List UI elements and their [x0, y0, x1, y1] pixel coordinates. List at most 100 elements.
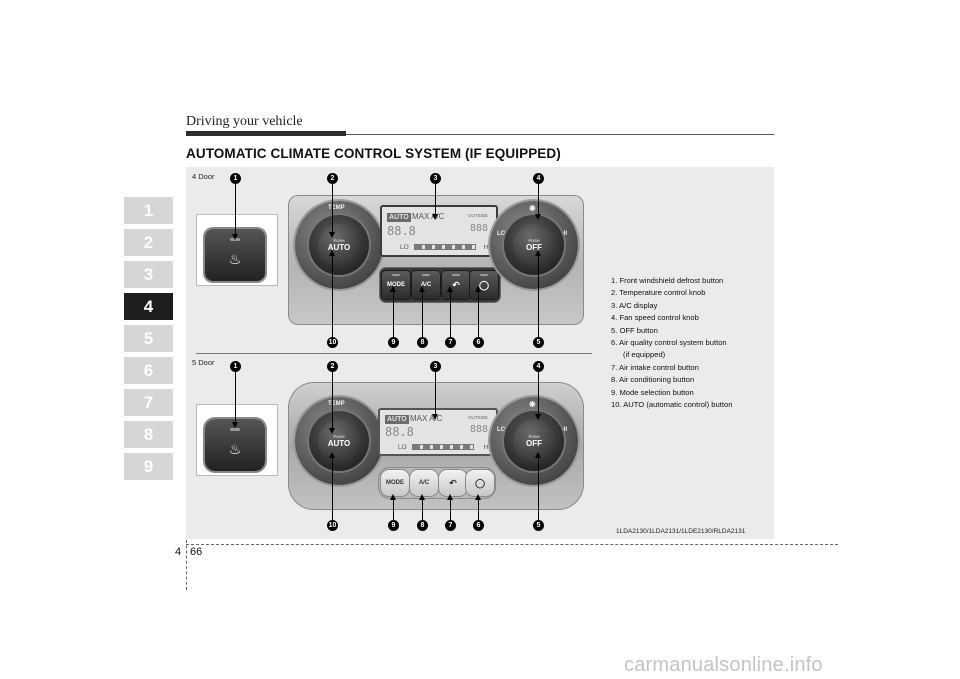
- ac-button-5door[interactable]: A/C: [410, 470, 438, 496]
- fan-icon: ❋: [529, 204, 536, 213]
- section-title: Driving your vehicle: [186, 114, 303, 129]
- ac-display-5door: AUTO MAX A/C OUTSIDE 88.8 888 LO HI: [378, 408, 498, 456]
- air-quality-icon: ◯: [474, 477, 486, 488]
- temp-label: TEMP: [328, 205, 345, 211]
- legend-item: 3. A/C display: [611, 300, 658, 310]
- auto-label: AUTO: [327, 242, 351, 252]
- button-row-5door: MODE A/C ↶ ◯: [378, 467, 496, 499]
- footer-chapter-number: 4: [175, 546, 182, 558]
- fan-speed-knob-4door[interactable]: LO HI ❋ PUSH OFF: [490, 201, 578, 289]
- off-button-4door[interactable]: PUSH OFF: [513, 224, 555, 266]
- display-outside-label: OUTSIDE: [467, 213, 488, 218]
- callout-4-5door: 4: [533, 361, 544, 372]
- temperature-knob-4door[interactable]: TEMP PUSH AUTO: [295, 201, 383, 289]
- chapter-tab-1[interactable]: 1: [124, 197, 173, 224]
- chapter-tab-2[interactable]: 2: [124, 229, 173, 256]
- chapter-tab-3[interactable]: 3: [124, 261, 173, 288]
- callout-5-4door: 5: [533, 337, 544, 348]
- callout-9-5door: 9: [388, 520, 399, 531]
- footer-page-number: 66: [190, 546, 203, 558]
- fan-icon: ❋: [529, 400, 536, 409]
- temperature-knob-5door[interactable]: TEMP PUSH AUTO: [295, 397, 383, 485]
- chapter-tab-4-active[interactable]: 4: [124, 293, 173, 320]
- auto-button-5door[interactable]: PUSH AUTO: [318, 420, 360, 462]
- callout-10-4door: 10: [327, 337, 338, 348]
- page-heading: AUTOMATIC CLIMATE CONTROL SYSTEM (IF EQU…: [186, 146, 561, 161]
- display-fan-hi: HI: [483, 244, 491, 251]
- defrost-illustration-5door: ♨: [196, 404, 278, 476]
- recirculation-icon: ↶: [452, 279, 460, 290]
- off-button-5door[interactable]: PUSH OFF: [513, 420, 555, 462]
- air-quality-icon: ◯: [478, 279, 490, 290]
- fan-lo-label: LO: [497, 231, 506, 237]
- display-outside-digits: 888: [469, 223, 488, 234]
- off-label: OFF: [526, 242, 542, 252]
- callout-1-5door: 1: [230, 361, 241, 372]
- callout-6-4door: 6: [473, 337, 484, 348]
- legend-item-continuation: (if equipped): [623, 350, 666, 360]
- air-quality-button-5door[interactable]: ◯: [466, 470, 494, 496]
- air-intake-button-4door[interactable]: ↶: [442, 271, 470, 299]
- windshield-defrost-icon: ♨: [228, 251, 242, 267]
- callout-9-4door: 9: [388, 337, 399, 348]
- callout-3-5door: 3: [430, 361, 441, 372]
- legend-item: 10. AUTO (automatic control) button: [611, 400, 733, 410]
- callout-8-4door: 8: [417, 337, 428, 348]
- display-auto-indicator: AUTO: [387, 213, 411, 222]
- callout-8-5door: 8: [417, 520, 428, 531]
- callout-10-5door: 10: [327, 520, 338, 531]
- watermark-text: carmanualsonline.info: [624, 654, 823, 676]
- legend-item: 8. Air conditioning button: [611, 375, 695, 385]
- display-fan-bars: [414, 244, 476, 250]
- recirculation-icon: ↶: [449, 477, 457, 488]
- legend-item: 9. Mode selection button: [611, 387, 694, 397]
- windshield-defrost-icon-5door: ♨: [228, 441, 242, 457]
- variant-label-5door: 5 Door: [192, 358, 215, 367]
- callout-3-4door: 3: [430, 173, 441, 184]
- ac-button-4door[interactable]: A/C: [412, 271, 440, 299]
- callout-1-4door: 1: [230, 173, 241, 184]
- button-row-4door: MODE A/C ↶ ◯: [380, 268, 500, 302]
- legend-item: 5. OFF button: [611, 325, 658, 335]
- ac-display-4door: AUTO MAX A/C OUTSIDE 88.8 888 LO HI: [380, 205, 498, 257]
- legend-item: 6. Air quality control system button: [611, 338, 727, 348]
- callout-7-5door: 7: [445, 520, 456, 531]
- air-quality-button-4door[interactable]: ◯: [470, 271, 498, 299]
- display-fan-lo: LO: [400, 244, 409, 251]
- callout-6-5door: 6: [473, 520, 484, 531]
- callout-4-4door: 4: [533, 173, 544, 184]
- display-maxac-indicator: MAX A/C: [412, 212, 445, 221]
- figure-divider: [196, 353, 592, 354]
- callout-2-5door: 2: [327, 361, 338, 372]
- callout-5-5door: 5: [533, 520, 544, 531]
- mode-button-5door[interactable]: MODE: [381, 470, 409, 496]
- legend-item: 7. Air intake control button: [611, 362, 699, 372]
- air-intake-button-5door[interactable]: ↶: [439, 470, 467, 496]
- image-reference-code: 1LDA2130/1LDA2131/1LDE2130/RLDA2131: [616, 528, 746, 535]
- fan-hi-label: HI: [561, 231, 567, 237]
- defrost-illustration-4door: ♨: [196, 214, 278, 286]
- chapter-tab-8[interactable]: 8: [124, 421, 173, 448]
- header-rule-thick: [186, 131, 346, 136]
- variant-label-4door: 4 Door: [192, 172, 215, 181]
- footer-dashed-rule: [186, 544, 838, 545]
- auto-button-4door[interactable]: PUSH AUTO: [318, 224, 360, 266]
- legend-item: 2. Temperature control knob: [611, 288, 706, 298]
- fan-speed-knob-5door[interactable]: LO HI ❋ PUSH OFF: [490, 397, 578, 485]
- chapter-tab-9[interactable]: 9: [124, 453, 173, 480]
- climate-console-4door: TEMP PUSH AUTO AUTO MAX A/C OUTSIDE 88.8…: [288, 195, 584, 325]
- header-rule-thin: [346, 134, 774, 135]
- climate-console-5door: TEMP PUSH AUTO AUTO MAX A/C OUTSIDE 88.8…: [288, 382, 584, 510]
- component-legend: 1. Front windshield defrost button 2. Te…: [611, 275, 732, 411]
- legend-item: 1. Front windshield defrost button: [611, 276, 724, 285]
- chapter-tab-7[interactable]: 7: [124, 389, 173, 416]
- callout-2-4door: 2: [327, 173, 338, 184]
- legend-item: 4. Fan speed control knob: [611, 313, 699, 323]
- chapter-tab-5[interactable]: 5: [124, 325, 173, 352]
- display-temperature-digits: 88.8: [387, 224, 416, 238]
- chapter-tab-6[interactable]: 6: [124, 357, 173, 384]
- callout-7-4door: 7: [445, 337, 456, 348]
- mode-button-4door[interactable]: MODE: [382, 271, 410, 299]
- push-label: PUSH: [333, 237, 345, 243]
- footer-dashed-divider: [186, 540, 187, 590]
